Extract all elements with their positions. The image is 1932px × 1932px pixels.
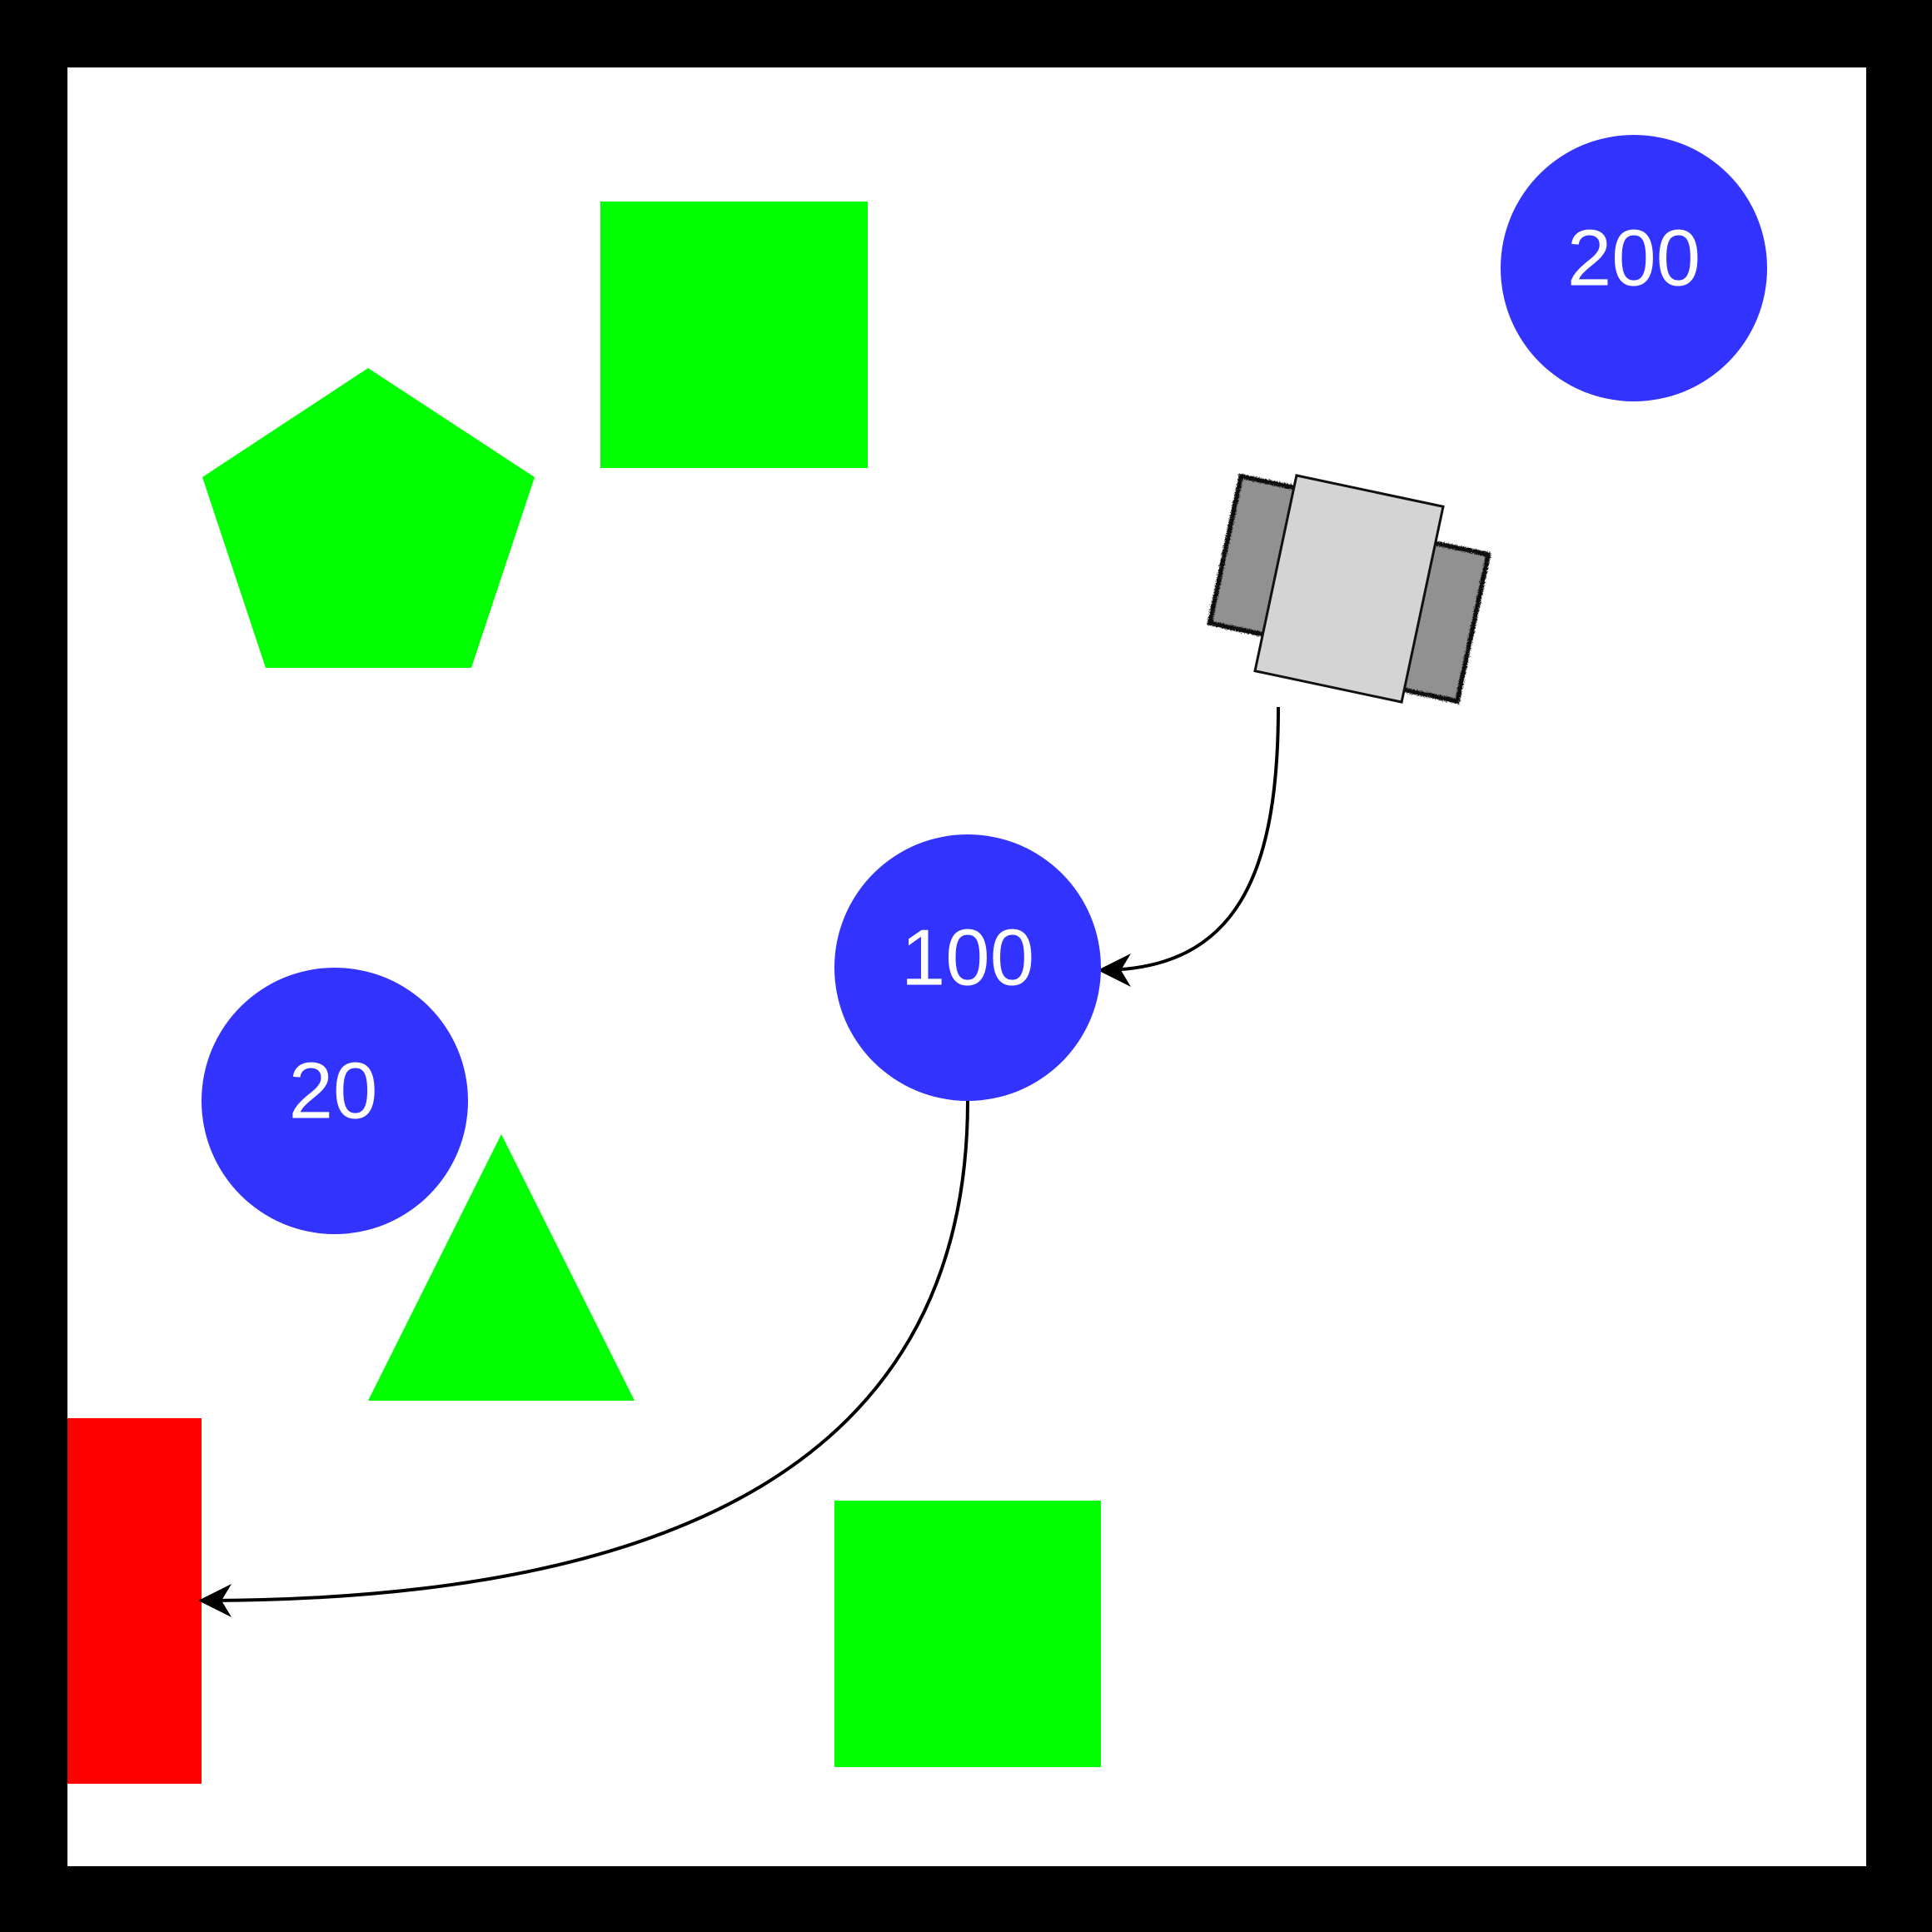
robot-car-icon <box>1207 473 1491 705</box>
target-200-circle <box>1501 135 1767 401</box>
obstacle-triangle <box>368 1134 635 1401</box>
obstacle-square-bottom <box>834 1501 1101 1767</box>
target-200-label: 200 <box>1567 214 1700 303</box>
target-100-circle <box>834 834 1101 1101</box>
obstacle-square-top <box>600 202 868 468</box>
obstacle-pentagon <box>202 368 535 668</box>
target-200: 200 <box>1501 135 1767 401</box>
path-target-100-to-goal <box>198 1100 969 1617</box>
robot-body <box>1253 474 1445 704</box>
target-100: 100 <box>834 834 1101 1101</box>
target-20-circle <box>202 968 468 1234</box>
path-robot-to-target-100 <box>1098 706 1280 987</box>
goal-zone <box>67 1418 202 1784</box>
target-20-label: 20 <box>289 1047 378 1136</box>
target-20: 20 <box>202 968 468 1234</box>
target-100-label: 100 <box>901 914 1034 1003</box>
